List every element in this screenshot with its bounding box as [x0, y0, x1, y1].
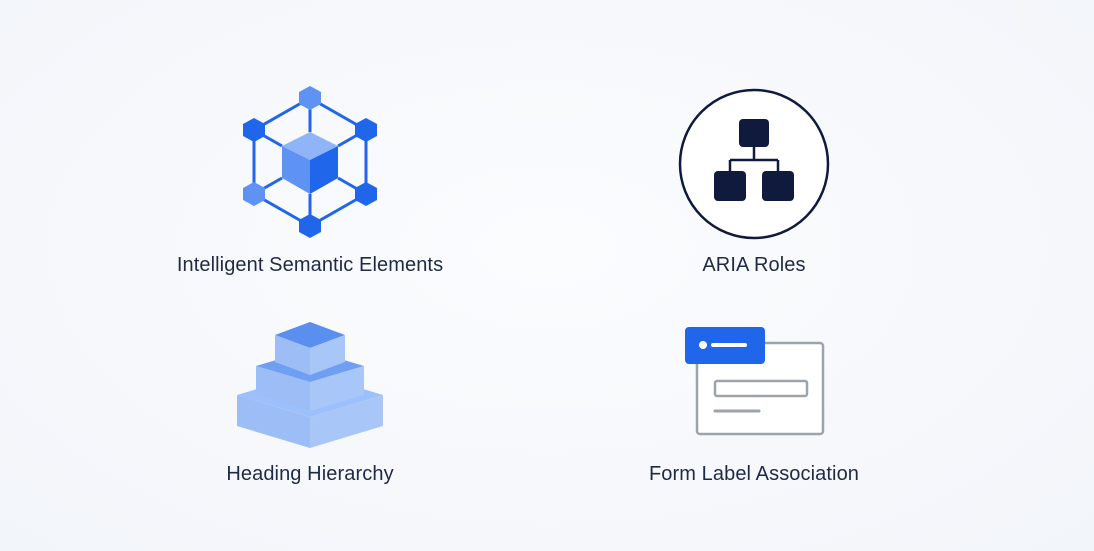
feature-form-label-association: Form Label Association — [574, 315, 934, 495]
feature-label: Heading Hierarchy — [226, 463, 394, 485]
feature-heading-hierarchy: Heading Hierarchy — [130, 315, 490, 495]
hierarchy-circle-icon — [678, 88, 830, 240]
hexagon-network-icon — [243, 86, 377, 238]
feature-label: Form Label Association — [648, 463, 860, 485]
stacked-layers-icon — [237, 322, 383, 448]
feature-semantic-elements: Intelligent Semantic Elements — [130, 80, 490, 280]
feature-aria-roles: ARIA Roles — [574, 80, 934, 280]
feature-label: ARIA Roles — [702, 254, 806, 276]
feature-label: Intelligent Semantic Elements — [176, 254, 444, 276]
form-field-icon — [685, 327, 825, 436]
